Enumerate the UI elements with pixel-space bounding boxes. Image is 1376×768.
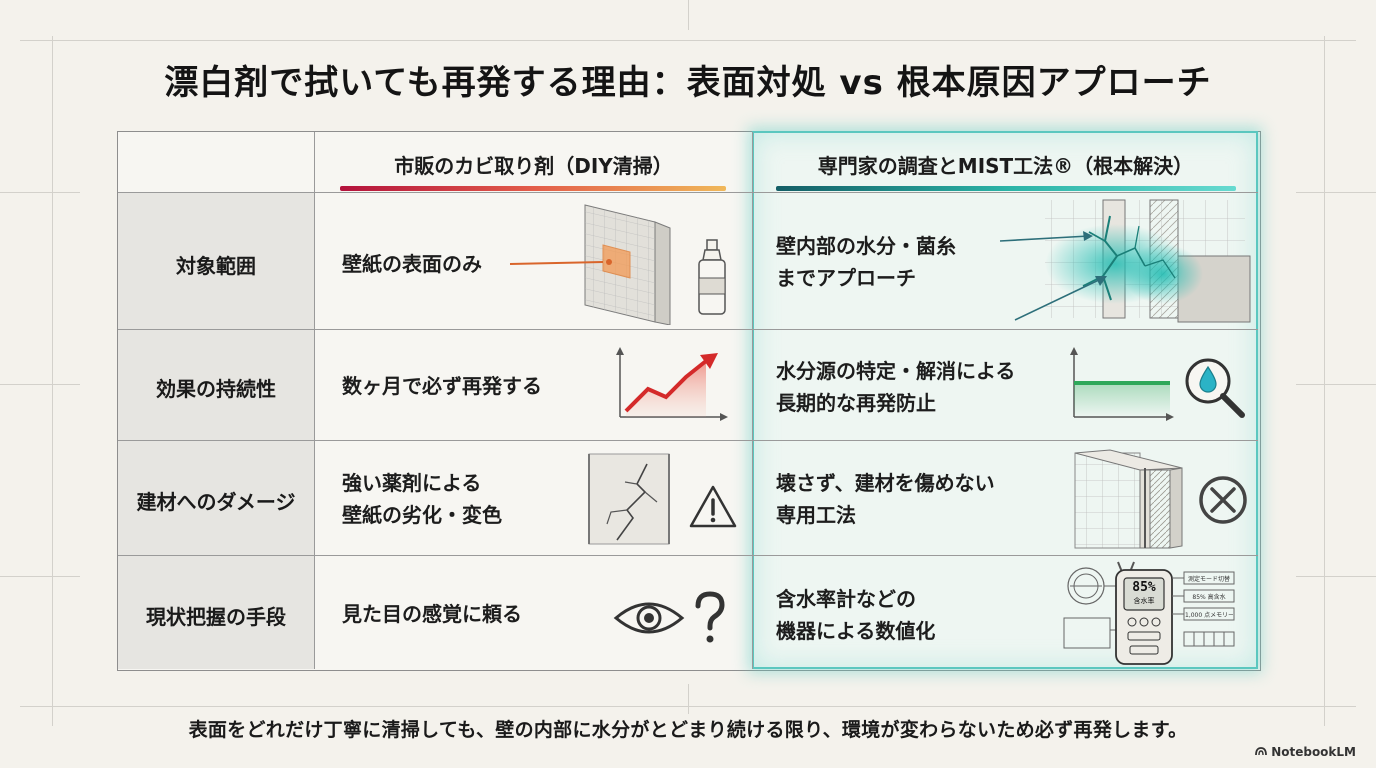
meter-display-sub: 含水率 bbox=[1133, 597, 1155, 605]
frame-line bbox=[20, 40, 1356, 41]
diy-durability-text: 数ヶ月で必ず再発する bbox=[342, 370, 542, 402]
brand-label: NotebookLM bbox=[1255, 745, 1356, 759]
wallpaper-panel-icon bbox=[509, 204, 671, 325]
table-divider bbox=[752, 132, 753, 669]
frame-line bbox=[688, 684, 689, 714]
cracked-wall-icon bbox=[588, 453, 670, 545]
diy-damage-text: 強い薬剤による 壁紙の劣化・変色 bbox=[342, 467, 502, 531]
cell-line: 長期的な再発防止 bbox=[776, 391, 936, 415]
meter-label: 測定モード切替 bbox=[1187, 576, 1230, 583]
table-divider bbox=[118, 555, 1258, 556]
frame-line bbox=[1296, 384, 1376, 385]
trend-up-icon bbox=[616, 347, 728, 421]
cell-line: 機器による数値化 bbox=[776, 619, 936, 643]
meter-label: 1,000 点メモリー bbox=[1185, 612, 1233, 619]
page-title: 漂白剤で拭いても再発する理由：表面対処 vs 根本原因アプローチ bbox=[164, 63, 1212, 103]
magnifier-drop-icon bbox=[1185, 358, 1245, 418]
warning-icon bbox=[689, 485, 737, 528]
spray-bottle-icon bbox=[698, 239, 726, 315]
cell-line: 壁内部の水分・菌糸 bbox=[776, 234, 956, 258]
footer-caption: 表面をどれだけ丁寧に清掃しても、壁の内部に水分がとどまり続ける限り、環境が変わら… bbox=[188, 719, 1188, 741]
cell-line: 含水率計などの bbox=[776, 587, 916, 611]
table-divider bbox=[118, 192, 1258, 193]
row-label-assessment: 現状把握の手段 bbox=[146, 605, 286, 629]
cell-line: 強い薬剤による bbox=[342, 471, 482, 495]
pro-durability-text: 水分源の特定・解消による 長期的な再発防止 bbox=[776, 355, 1015, 419]
frame-line bbox=[1324, 36, 1325, 726]
frame-line bbox=[0, 192, 80, 193]
brand-text: NotebookLM bbox=[1271, 745, 1356, 759]
column-header-diy-underline bbox=[340, 186, 726, 191]
diy-scope-text: 壁紙の表面のみ bbox=[342, 248, 482, 280]
stable-line-icon bbox=[1070, 347, 1174, 421]
notebooklm-logo-icon bbox=[1255, 745, 1268, 759]
no-sign-icon bbox=[1199, 476, 1247, 524]
table-divider bbox=[118, 440, 1258, 441]
pro-scope-text: 壁内部の水分・菌糸 までアプローチ bbox=[776, 230, 956, 294]
cell-line: 見た目の感覚に頼る bbox=[342, 602, 522, 626]
cell-line: 水分源の特定・解消による bbox=[776, 359, 1016, 383]
column-header-pro: 専門家の調査とMIST工法®（根本解決） bbox=[817, 154, 1194, 178]
column-header-diy: 市販のカビ取り剤（DIY清掃） bbox=[394, 154, 673, 178]
row-label-durability: 効果の持続性 bbox=[156, 377, 276, 401]
eye-icon bbox=[613, 602, 685, 634]
frame-line bbox=[1296, 192, 1376, 193]
table-divider bbox=[118, 329, 1258, 330]
wall-mold-section-icon bbox=[999, 199, 1251, 323]
wall-layers-icon bbox=[1074, 449, 1183, 549]
cell-line: 壁紙の劣化・変色 bbox=[342, 503, 502, 527]
diy-assessment-text: 見た目の感覚に頼る bbox=[342, 598, 522, 630]
moisture-meter-icon: 85% 含水率 測定モード切替 85% 高含水 1,000 点メモリー bbox=[1060, 560, 1240, 666]
meter-label: 85% 高含水 bbox=[1192, 594, 1226, 601]
pro-assessment-text: 含水率計などの 機器による数値化 bbox=[776, 583, 935, 647]
cell-line: までアプローチ bbox=[776, 266, 916, 290]
meter-display-value: 85% bbox=[1132, 580, 1156, 595]
cell-line: 壊さず、建材を傷めない bbox=[776, 471, 995, 495]
cell-line: 壁紙の表面のみ bbox=[342, 252, 482, 276]
frame-line bbox=[1296, 576, 1376, 577]
row-label-scope: 対象範囲 bbox=[176, 254, 256, 278]
cell-line: 数ヶ月で必ず再発する bbox=[342, 374, 542, 398]
column-header-pro-underline bbox=[776, 186, 1236, 191]
question-icon bbox=[695, 591, 725, 643]
table-divider bbox=[314, 132, 315, 669]
frame-line bbox=[688, 0, 689, 30]
row-label-damage: 建材へのダメージ bbox=[136, 490, 296, 514]
pro-damage-text: 壊さず、建材を傷めない 専用工法 bbox=[776, 467, 995, 531]
frame-line bbox=[0, 576, 80, 577]
row-header-column bbox=[118, 192, 314, 669]
frame-line bbox=[0, 384, 80, 385]
frame-line bbox=[52, 36, 53, 726]
cell-line: 専用工法 bbox=[776, 503, 856, 527]
